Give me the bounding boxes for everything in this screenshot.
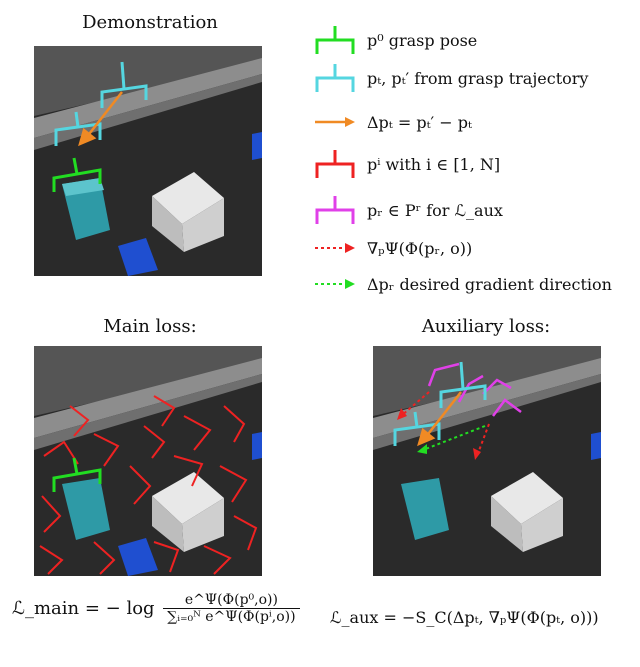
orange-arrow-icon (78, 91, 123, 147)
magenta-grasp-icon (427, 362, 522, 417)
legend-text: ∇ₚΨ(Φ(pᵣ, o)) (367, 239, 473, 258)
green-grasp-icon (52, 157, 102, 192)
green-grasp-icon (315, 26, 355, 54)
legend-item-aux-poses: pᵣ ∈ Pʳ for ℒ_aux (305, 196, 640, 226)
main-loss-scene (34, 346, 262, 576)
main-loss-fraction: e^Ψ(Φ(p⁰,o)) ∑ᵢ₌₀ᴺ e^Ψ(Φ(pⁱ,o)) (163, 592, 300, 625)
aux-loss-scene (373, 346, 601, 576)
main-loss-denominator: ∑ᵢ₌₀ᴺ e^Ψ(Φ(pⁱ,o)) (163, 608, 300, 625)
cyan-grasp-icon (54, 61, 148, 146)
legend-item-negatives: pⁱ with i ∈ [1, N] (305, 150, 640, 180)
demonstration-title: Demonstration (82, 12, 218, 33)
red-dotted-arrow-icon (315, 243, 355, 253)
main-loss-lhs: ℒ_main = − log (12, 598, 155, 619)
legend-text: pᵣ ∈ Pʳ for ℒ_aux (367, 201, 503, 220)
main-loss-numerator: e^Ψ(Φ(p⁰,o)) (184, 592, 278, 608)
legend-text: pₜ, pₜ′ from grasp trajectory (367, 69, 589, 88)
red-dotted-arrow-icon (400, 391, 490, 457)
aux-loss-formula: ℒ_aux = −S_C(Δpₜ, ∇ₚΨ(Φ(pₜ, o))) (330, 608, 599, 627)
legend-text: Δpᵣ desired gradient direction (367, 275, 612, 294)
cyan-grasp-icon (315, 64, 355, 92)
orange-arrow-icon (315, 117, 355, 127)
main-loss-formula: ℒ_main = − log e^Ψ(Φ(p⁰,o)) ∑ᵢ₌₀ᴺ e^Ψ(Φ(… (12, 592, 303, 625)
aux-loss-title: Auxiliary loss: (421, 316, 551, 337)
legend-item-grasp-pose: p⁰ grasp pose (305, 26, 640, 56)
magenta-grasp-icon (315, 196, 355, 224)
green-dotted-arrow-icon (315, 279, 355, 289)
red-grasp-icon (39, 395, 258, 575)
legend-text: Δpₜ = pₜ′ − pₜ (367, 113, 472, 132)
main-loss-title: Main loss: (103, 316, 197, 337)
legend-text: p⁰ grasp pose (367, 31, 478, 50)
demonstration-scene (34, 46, 262, 276)
red-grasp-icon (315, 150, 355, 178)
green-dotted-arrow-icon (422, 425, 486, 451)
legend-item-desired-gradient: Δpᵣ desired gradient direction (305, 270, 640, 300)
legend-item-delta: Δpₜ = pₜ′ − pₜ (305, 108, 640, 138)
legend-item-trajectory: pₜ, pₜ′ from grasp trajectory (305, 64, 640, 94)
legend-text: pⁱ with i ∈ [1, N] (367, 155, 501, 174)
legend-item-gradient: ∇ₚΨ(Φ(pᵣ, o)) (305, 234, 640, 264)
